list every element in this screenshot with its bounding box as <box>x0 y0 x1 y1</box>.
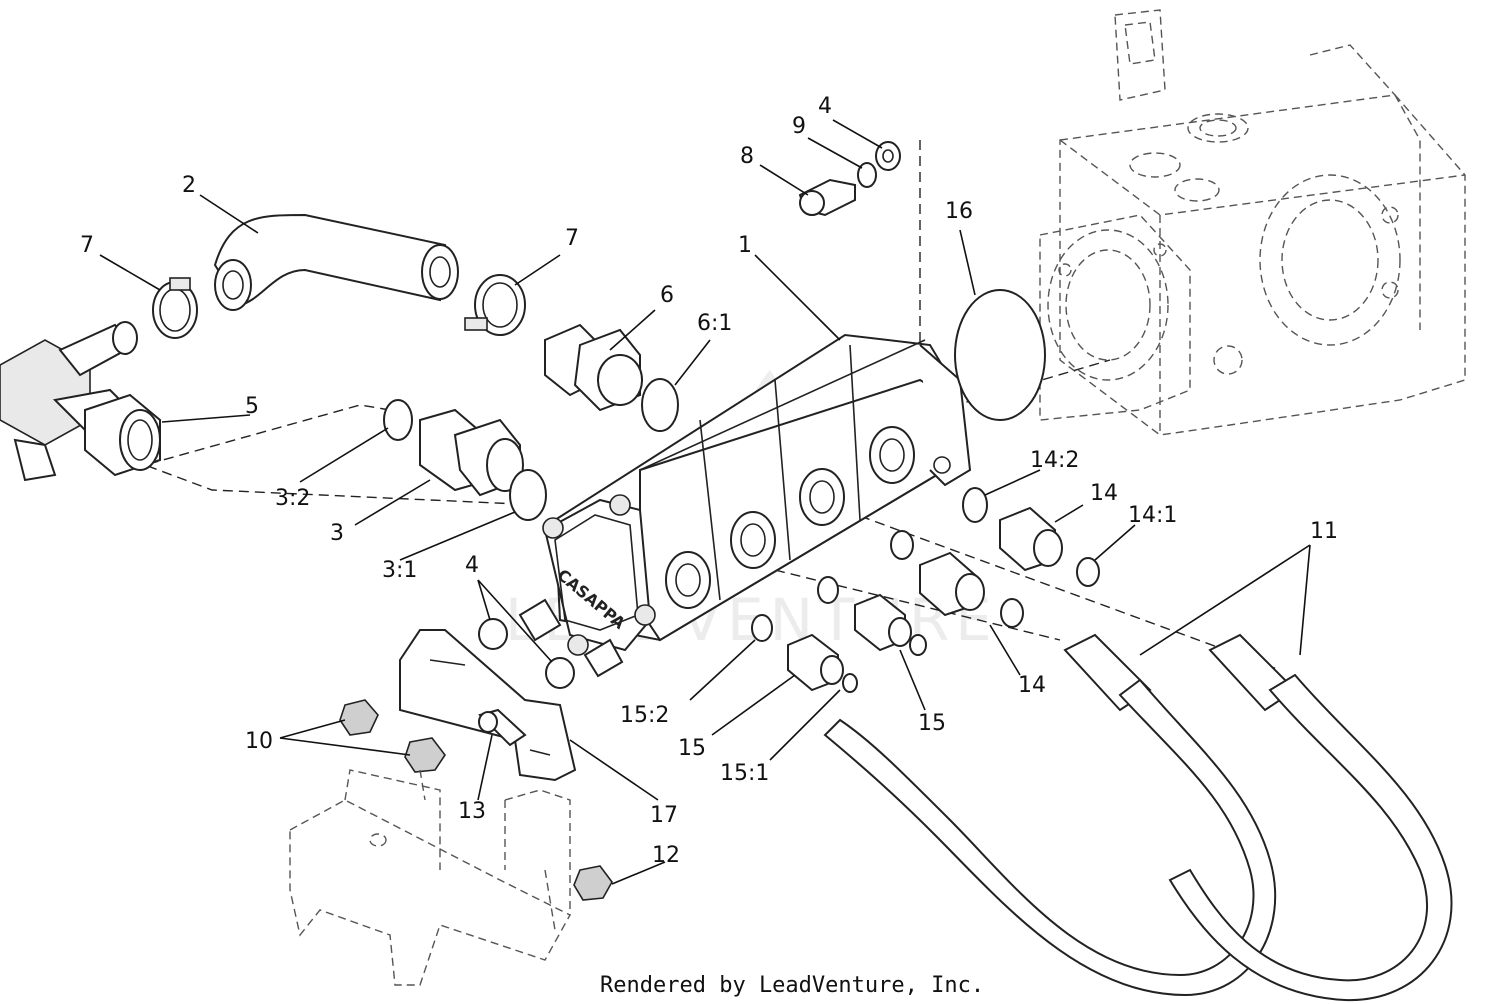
o-ring-16 <box>954 289 1046 421</box>
bolt-13 <box>478 708 527 747</box>
callout-16: 16 <box>945 199 973 224</box>
callout-7-left: 7 <box>80 233 94 258</box>
fitting-15-right <box>854 593 912 652</box>
frame-bracket <box>289 769 571 986</box>
fitting-6 <box>544 323 643 412</box>
bolt-8 <box>798 178 856 217</box>
callout-15-2: 15:2 <box>620 703 669 728</box>
fitting-15-left <box>787 633 844 692</box>
o-ring-3-1 <box>509 469 547 521</box>
washer-4-mid-upper <box>478 618 508 650</box>
callout-4-top: 4 <box>818 94 832 119</box>
washer-4-mid-lower <box>545 657 575 689</box>
o-ring-14-1 <box>1076 557 1100 587</box>
callout-3-2: 3:2 <box>275 486 310 511</box>
gear-pump: CASAPPA <box>518 333 972 678</box>
hydraulic-hose-11-right <box>1168 633 1453 1002</box>
callout-15-1: 15:1 <box>720 761 769 786</box>
fitting-3 <box>419 408 524 497</box>
o-ring-15-right <box>909 634 927 656</box>
callout-12: 12 <box>652 843 680 868</box>
o-ring-15-2 <box>751 614 773 642</box>
lock-washer-9 <box>857 162 877 188</box>
hydraulic-hose-11-left <box>823 633 1277 997</box>
nut-10-lower <box>404 737 446 773</box>
callout-14-right: 14 <box>1090 481 1118 506</box>
hose-2 <box>213 213 459 311</box>
callout-10: 10 <box>245 729 273 754</box>
washer-4-top-hole <box>882 149 894 163</box>
callout-3-1: 3:1 <box>382 558 417 583</box>
nut-10-upper <box>339 699 379 736</box>
callout-14-1: 14:1 <box>1128 503 1177 528</box>
callout-6-1: 6:1 <box>697 311 732 336</box>
o-ring-6-1 <box>641 378 679 432</box>
callout-4-mid: 4 <box>465 553 479 578</box>
callout-7-right: 7 <box>565 226 579 251</box>
callout-3: 3 <box>330 521 344 546</box>
callout-17: 17 <box>650 803 678 828</box>
hose-clamp-left <box>152 277 198 339</box>
elbow-fitting-5 <box>0 321 161 482</box>
footer-credit: Rendered by LeadVenture, Inc. <box>600 973 984 998</box>
callout-6: 6 <box>660 283 674 308</box>
callout-14-bottom: 14 <box>1018 673 1046 698</box>
hose-clamp-right <box>464 274 526 336</box>
callout-5: 5 <box>245 394 259 419</box>
callout-13: 13 <box>458 799 486 824</box>
callout-9: 9 <box>792 114 806 139</box>
callout-15-left: 15 <box>678 736 706 761</box>
callout-14-2: 14:2 <box>1030 448 1079 473</box>
callout-labels: 1 2 3 3:1 3:2 4 4 5 6 6:1 7 7 8 9 10 11 … <box>80 94 1338 868</box>
mounting-bracket-17 <box>399 629 577 782</box>
o-ring-15-upper <box>817 576 839 604</box>
o-ring-14-2 <box>962 487 988 523</box>
callout-8: 8 <box>740 144 754 169</box>
axis-line-inlet <box>142 404 541 506</box>
leader-lines <box>99 119 1311 885</box>
callout-15-right: 15 <box>918 711 946 736</box>
callout-1: 1 <box>738 233 752 258</box>
callout-11: 11 <box>1310 519 1338 544</box>
o-ring-15-1 <box>842 673 858 693</box>
o-ring-14-lower-a <box>890 530 914 560</box>
washer-4-top <box>875 141 901 171</box>
nut-12 <box>573 865 613 901</box>
callout-2: 2 <box>182 173 196 198</box>
o-ring-3-2 <box>383 399 413 441</box>
fitting-14-upper <box>999 506 1063 572</box>
hydrostat-housing <box>1039 9 1466 436</box>
o-ring-14-lower-b <box>1000 598 1024 628</box>
fitting-14-lower <box>919 551 985 617</box>
